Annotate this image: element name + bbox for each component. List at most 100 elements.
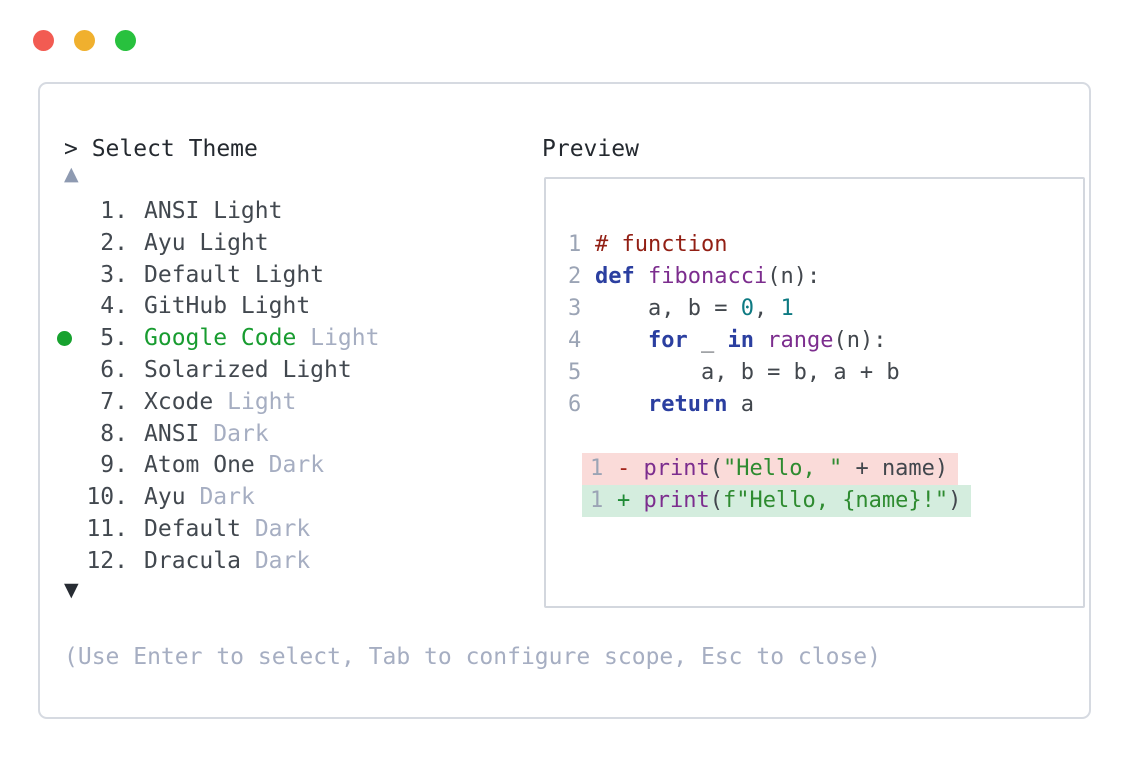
code-token: f"Hello, {name}!" (722, 488, 949, 513)
theme-item-name: GitHub Light (144, 293, 311, 320)
scroll-down-icon[interactable]: ▼ (64, 579, 79, 601)
theme-item-number: 11. (86, 515, 128, 542)
theme-item-number: 4. (100, 293, 128, 320)
code-token (630, 456, 643, 481)
theme-item-name: Ayu (144, 484, 186, 511)
code-token: fibonacci (648, 264, 768, 289)
theme-list-item[interactable]: 9. Atom One Dark (64, 450, 379, 482)
line-number: 5 (568, 360, 582, 385)
theme-item-suffix: Dark (268, 452, 325, 479)
code-token (630, 488, 643, 513)
theme-item-name: Atom One (144, 452, 255, 479)
code-token: 1 (780, 296, 794, 321)
theme-item-number: 5. (100, 325, 128, 352)
theme-list-item[interactable]: 6.Solarized Light (64, 355, 379, 387)
theme-item-number: 7. (100, 388, 128, 415)
theme-item-suffix: Dark (254, 547, 311, 574)
code-token: a, b = (595, 296, 741, 321)
theme-item-number: 10. (86, 484, 128, 511)
theme-list-item[interactable]: 10. Ayu Dark (64, 482, 379, 514)
theme-item-number: 1. (100, 198, 128, 224)
code-token (635, 264, 648, 289)
line-number: 1 (590, 456, 604, 481)
theme-item-name: Xcode (144, 388, 214, 415)
code-token: print (643, 488, 710, 513)
theme-item-name: Dracula (144, 547, 241, 574)
theme-list-item[interactable]: 12. Dracula Dark (64, 546, 379, 578)
window-controls (33, 30, 136, 51)
theme-list-item[interactable]: 11. Default Dark (64, 514, 379, 546)
theme-list-item[interactable]: 2. Ayu Light (64, 228, 379, 260)
line-number: 1 (590, 488, 604, 513)
code-token: , (753, 296, 781, 321)
code-token: ( (709, 456, 723, 481)
theme-list-item[interactable]: 4. GitHub Light (64, 291, 379, 323)
diff-line-plus: 1+ print(f"Hello, {name}!") (582, 485, 972, 517)
code-line: 4 for _ in range(n): (568, 325, 1083, 357)
line-number: 4 (568, 328, 582, 353)
code-token: 0 (740, 296, 754, 321)
selected-indicator-dot (57, 331, 72, 347)
code-line: 6 return a (568, 389, 1083, 421)
code-token: for (647, 328, 688, 353)
theme-item-suffix: Light (227, 388, 297, 415)
theme-item-number: 2. (100, 229, 128, 256)
code-token (754, 328, 767, 353)
code-line: 1 # function (568, 229, 1083, 261)
theme-item-number: 6. (100, 356, 128, 383)
close-button[interactable] (33, 30, 54, 51)
theme-item-number: 12. (86, 547, 128, 574)
theme-list-item[interactable]: 1. ANSI Light (64, 196, 379, 228)
code-token: in (727, 328, 754, 353)
code-token: _ (687, 328, 728, 353)
code-token: (n): (833, 328, 887, 353)
theme-item-suffix: Dark (199, 484, 255, 511)
diff-line-minus: 1- print("Hello, " + name) (582, 453, 959, 485)
line-number: 3 (568, 296, 582, 321)
help-text: (Use Enter to select, Tab to configure s… (64, 644, 881, 670)
theme-item-name: Default (144, 515, 241, 542)
theme-item-name: Google Code (144, 325, 297, 352)
code-token (595, 392, 648, 417)
diff-preview: 1- print("Hello, " + name)1+ print(f"Hel… (568, 453, 1083, 517)
code-blank-line (568, 421, 1083, 453)
minimize-button[interactable] (74, 30, 95, 51)
code-token: # function (595, 232, 728, 257)
code-token: "Hello, " (722, 456, 843, 481)
scroll-up-icon[interactable]: ▲ (64, 163, 79, 185)
code-token: range (767, 328, 834, 353)
code-token: print (643, 456, 710, 481)
theme-item-name: Ayu Light (144, 229, 269, 256)
code-token (595, 328, 648, 353)
code-token: - (617, 456, 631, 481)
line-number: 1 (568, 232, 582, 257)
code-token: ( (709, 488, 723, 513)
code-token: a, b = b, a + b (595, 360, 900, 385)
theme-item-number: 8. (100, 420, 128, 447)
maximize-button[interactable] (115, 30, 136, 51)
code-line: 5 a, b = b, a + b (568, 357, 1083, 389)
picker-prompt: > Select Theme (64, 136, 258, 162)
theme-item-number: 3. (100, 261, 128, 288)
code-line: 3 a, b = 0, 1 (568, 293, 1083, 325)
theme-item-name: ANSI (144, 420, 200, 447)
theme-item-number: 9. (100, 452, 128, 479)
theme-list: 1. ANSI Light 2. Ayu Light 3. Default Light 4.… (57, 196, 379, 578)
code-token: + name) (842, 456, 949, 481)
code-token: a (727, 392, 754, 417)
preview-label: Preview (542, 136, 639, 162)
line-number: 6 (568, 392, 582, 417)
theme-item-suffix: Dark (254, 515, 311, 542)
theme-list-item[interactable]: 7. Xcode Light (64, 387, 379, 419)
theme-item-name: Default Light (144, 261, 325, 288)
theme-picker-panel: > Select Theme ▲ 1. ANSI Light 2. Ayu Light… (38, 82, 1091, 719)
theme-list-item[interactable]: 3. Default Light (64, 260, 379, 292)
theme-item-name: ANSI Light (144, 198, 283, 224)
code-token: def (595, 264, 635, 289)
code-token: ) (948, 488, 962, 513)
